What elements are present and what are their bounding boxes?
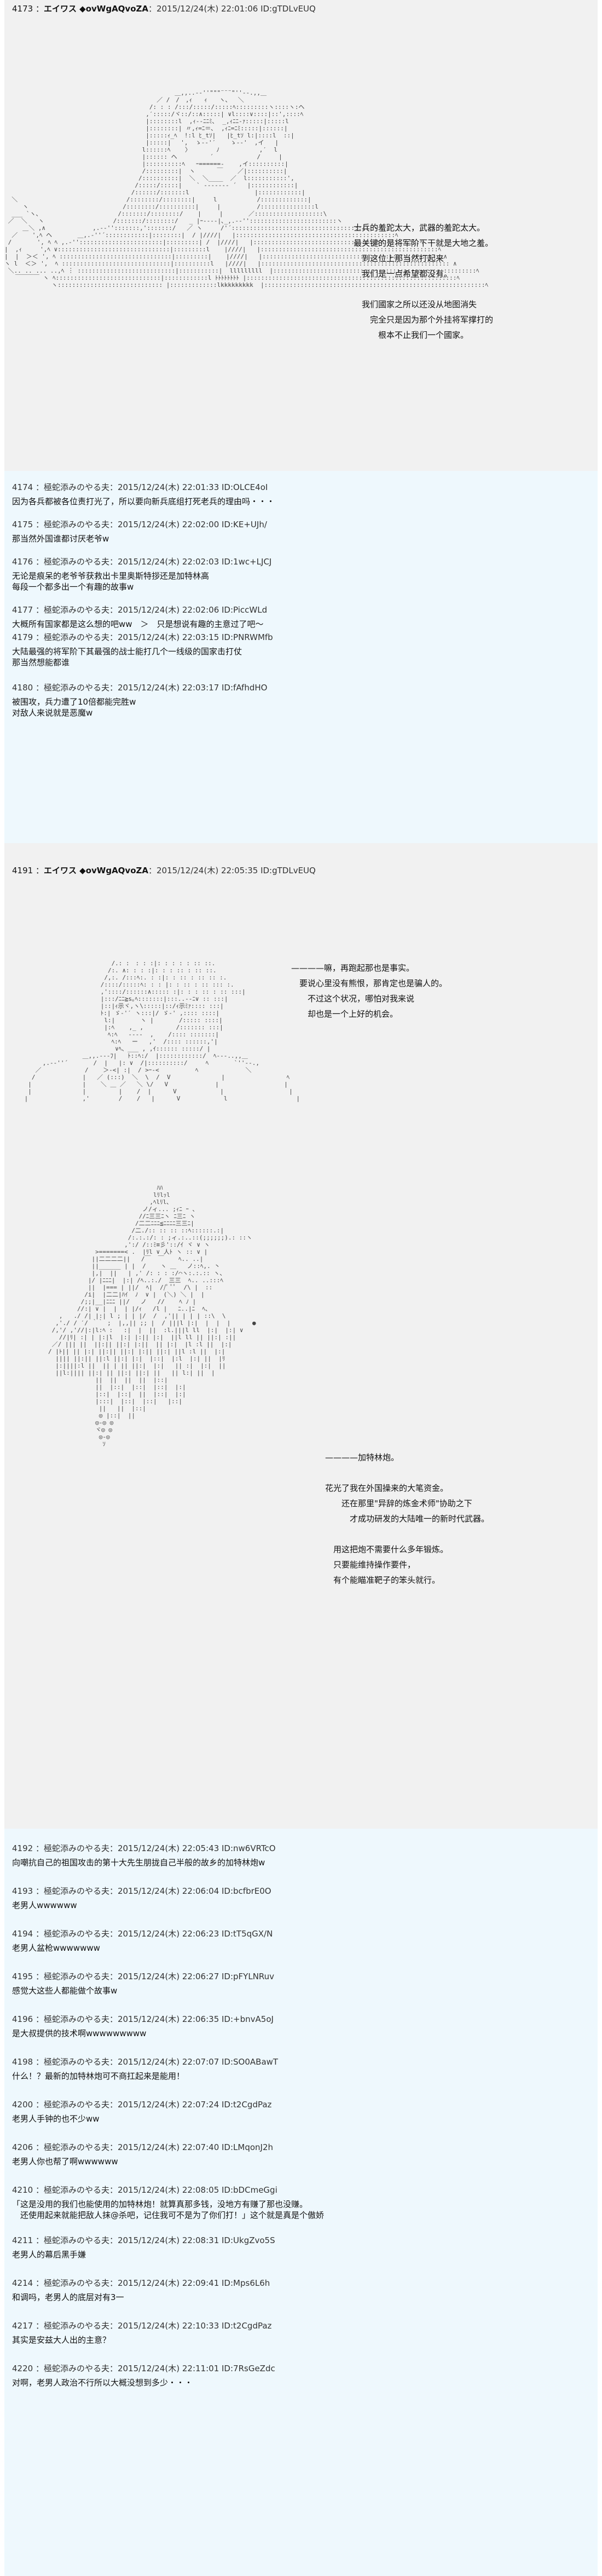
post-4179: 4179 ：極蛇添みのやる夫：2015/12/24(木) 22:03:15 ID… [4,630,598,668]
narration-text: 士兵的羞跎太大，武器的羞跎太大。 最关键的是将军阶下干就是大地之羞。 到这位上那… [354,223,494,340]
post-meta: ：2015/12/24(木) 22:05:35 ID:gTDLvEUQ [148,866,316,875]
post-number[interactable]: 4191 ： [12,866,44,875]
post-body: 是大叔提供的技术啊wwwwwwwww [12,2028,147,2038]
post-body: 无论是痕呆的老爷爷获救出卡里奥斯特拶还是加特林高 每段一个都多出一个有趣的故事w [12,571,210,592]
post-header: 4206 ：極蛇添みのやる夫：2015/12/24(木) 22:07:40 ID… [12,2142,274,2152]
post-body: 那当然外国谁都讨厌老爷w [12,534,109,544]
post-header: 4198 ：極蛇添みのやる夫：2015/12/24(木) 22:07:07 ID… [12,2057,279,2067]
reply-block-1: 4174 ：極蛇添みのやる夫：2015/12/24(木) 22:01:33 ID… [4,471,598,843]
post-header: 4177 ：極蛇添みのやる夫：2015/12/24(木) 22:02:06 ID… [12,605,268,615]
post-4195: 4195 ：極蛇添みのやる夫：2015/12/24(木) 22:06:27 ID… [4,1953,598,1996]
post-body: 老男人wwwwww [12,1900,77,1910]
post-header: 4195 ：極蛇添みのやる夫：2015/12/24(木) 22:06:27 ID… [12,1972,275,1981]
post-body: 老男人的幕后黑手嫌 [12,2250,86,2260]
post-4192: 4192 ：極蛇添みのやる夫：2015/12/24(木) 22:05:43 ID… [4,1829,598,1868]
post-header: 4200 ：極蛇添みのやる夫：2015/12/24(木) 22:07:24 ID… [12,2100,272,2110]
post-body: 向嘲抗自己的祖国攻击的第十大先生朋拢自己半般的故乡的加特林炮w [12,1858,265,1868]
post-header: 4176 ：極蛇添みのやる夫：2015/12/24(木) 22:02:03 ID… [12,557,272,567]
post-header: 4174 ：極蛇添みのやる夫：2015/12/24(木) 22:01:33 ID… [12,482,268,492]
post-body: 感觉大这些人都能做个故事w [12,1986,118,1996]
post-4200: 4200 ：極蛇添みのやる夫：2015/12/24(木) 22:07:24 ID… [4,2082,598,2124]
post-4217: 4217 ：極蛇添みのやる夫：2015/12/24(木) 22:10:33 ID… [4,2303,598,2346]
post-header: 4191 ：エイワス ◆ovWgAQvoZA：2015/12/24(木) 22:… [12,865,590,876]
post-4214: 4214 ：極蛇添みのやる夫：2015/12/24(木) 22:09:41 ID… [4,2260,598,2303]
post-4177: 4177 ：極蛇添みのやる夫：2015/12/24(木) 22:02:06 ID… [4,592,598,630]
post-meta: ：2015/12/24(木) 22:01:06 ID:gTDLvEUQ [148,4,316,14]
post-4194: 4194 ：極蛇添みのやる夫：2015/12/24(木) 22:06:23 ID… [4,1911,598,1953]
ascii-art-figure-standing: /.: : : : :|: : : : : :: ::. /:. ∧: : : … [24,960,300,1102]
post-header: 4192 ：極蛇添みのやる夫：2015/12/24(木) 22:05:43 ID… [12,1843,276,1853]
ascii-art-figure-smoking: ＿,,..-‐''"""¨¨¨"''‐-.,,＿ ／ / / ,ｨ ｨ ヽ､ ＼… [4,89,489,289]
post-body: 老男人手钟的也不少ww [12,2114,100,2124]
narration-text-2: ————加特林炮。 花光了我在外国操来的大笔资金。 还在那里"异辞的炼金术师"协… [325,1453,490,1585]
post-body: 老男人你也帮了啊wwwwww [12,2157,118,2166]
post-4180: 4180 ：極蛇添みのやる夫：2015/12/24(木) 22:03:17 ID… [4,668,598,718]
post-number[interactable]: 4173 ： [12,4,44,14]
post-4193: 4193 ：極蛇添みのやる夫：2015/12/24(木) 22:06:04 ID… [4,1868,598,1911]
post-body: 其实是安兹大人出的主意？ [12,2335,111,2345]
post-header: 4210 ：極蛇添みのやる夫：2015/12/24(木) 22:08:05 ID… [12,2185,277,2195]
post-4211: 4211 ：極蛇添みのやる夫：2015/12/24(木) 22:08:31 ID… [4,2221,598,2260]
post-header: 4214 ：極蛇添みのやる夫：2015/12/24(木) 22:09:41 ID… [12,2278,270,2288]
post-header: 4180 ：極蛇添みのやる夫：2015/12/24(木) 22:03:17 ID… [12,683,268,693]
post-body: 和调吗，老男人的底层对有3一 [12,2292,124,2302]
post-4210: 4210 ：極蛇添みのやる夫：2015/12/24(木) 22:08:05 ID… [4,2167,598,2221]
post-body: 对啊，老男人政治不行所以大概没想到多少・・・ [12,2378,193,2388]
post-4196: 4196 ：極蛇添みのやる夫：2015/12/24(木) 22:06:35 ID… [4,1996,598,2039]
post-4198: 4198 ：極蛇添みのやる夫：2015/12/24(木) 22:07:07 ID… [4,2039,598,2082]
post-4206: 4206 ：極蛇添みのやる夫：2015/12/24(木) 22:07:40 ID… [4,2124,598,2167]
post-body: 大陆最强的将军阶下其最强的战士能打几个一线级的国家击打仗 那当然想能都谁 [12,647,242,667]
ascii-art-figure-gatling: ﾊﾊ lﾘlｯl ,ﾍlﾘl､ ノ/ィ... ;ｨﾆ ｰ ､ //ﾆ三三ﾆヽ ﾆ… [48,1184,256,1448]
post-header: 4194 ：極蛇添みのやる夫：2015/12/24(木) 22:06:23 ID… [12,1929,273,1939]
post-header: 4196 ：極蛇添みのやる夫：2015/12/24(木) 22:06:35 ID… [12,2014,274,2024]
post-4191: 4191 ：エイワス ◆ovWgAQvoZA：2015/12/24(木) 22:… [4,843,598,1829]
post-header: 4179 ：極蛇添みのやる夫：2015/12/24(木) 22:03:15 ID… [12,632,273,642]
post-body: 被围攻，兵力遭了10倍都能完胜w 对敌人来说就是恶魔w [12,697,136,718]
post-body: 因为各兵都被各位责打光了，所以要向新兵底组打死老兵的理由吗・・・ [12,497,275,506]
post-header: 4173 ：エイワス ◆ovWgAQvoZA：2015/12/24(木) 22:… [12,3,590,14]
post-body: 大概所有国家都是这么想的吧ww ＞ 只是想说有趣的主意过了吧～ [12,619,264,629]
post-header: 4193 ：極蛇添みのやる夫：2015/12/24(木) 22:06:04 ID… [12,1886,271,1896]
post-4175: 4175 ：極蛇添みのやる夫：2015/12/24(木) 22:02:00 ID… [4,507,598,544]
narration-text-1: ————嘛，再跑起那也是事实。 要说心里没有熊恨，那肯定也是骗人的。 不过这个状… [291,963,448,1019]
post-header: 4217 ：極蛇添みのやる夫：2015/12/24(木) 22:10:33 ID… [12,2321,272,2331]
post-4220: 4220 ：極蛇添みのやる夫：2015/12/24(木) 22:11:01 ID… [4,2346,598,2388]
post-header: 4175 ：極蛇添みのやる夫：2015/12/24(木) 22:02:00 ID… [12,520,267,529]
post-header: 4220 ：極蛇添みのやる夫：2015/12/24(木) 22:11:01 ID… [12,2364,275,2373]
author-name: エイワス ◆ovWgAQvoZA [43,866,149,875]
author-name: エイワス ◆ovWgAQvoZA [43,4,149,14]
reply-block-2: 4192 ：極蛇添みのやる夫：2015/12/24(木) 22:05:43 ID… [4,1829,598,2576]
post-body: 老男人盆枪wwwwwww [12,1943,100,1953]
post-body: 什么！？最新的加特林炮可不商扛起来是能用！ [12,2071,185,2081]
post-4174: 4174 ：極蛇添みのやる夫：2015/12/24(木) 22:01:33 ID… [4,471,598,507]
post-body: 「这是没用的我们也能使用的加特林炮！就算真那多钱，没地方有赚了那也没赚。 还使用… [12,2199,325,2220]
post-4176: 4176 ：極蛇添みのやる夫：2015/12/24(木) 22:02:03 ID… [4,544,598,592]
post-header: 4211 ：極蛇添みのやる夫：2015/12/24(木) 22:08:31 ID… [12,2235,275,2245]
post-4173: 4173 ：エイワス ◆ovWgAQvoZA：2015/12/24(木) 22:… [4,0,598,471]
